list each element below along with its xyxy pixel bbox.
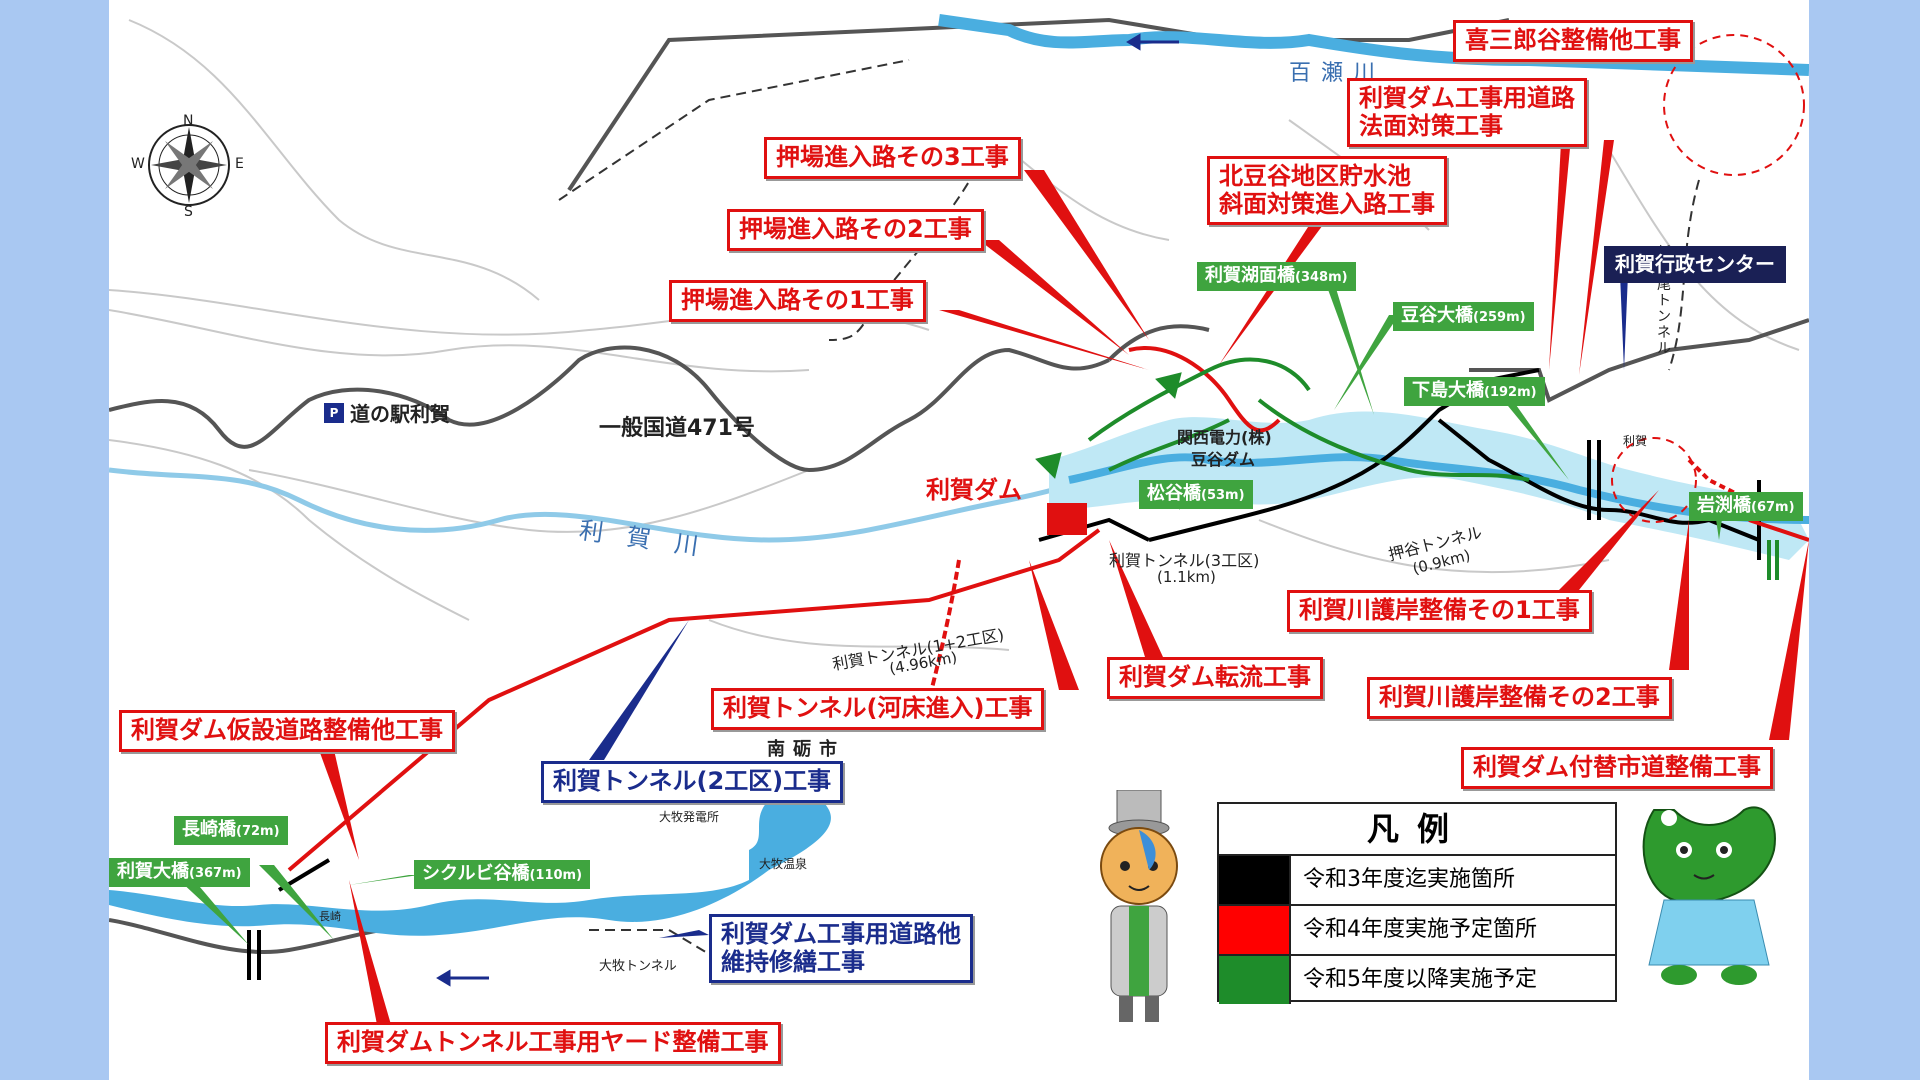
mascot-right-icon	[1642, 806, 1776, 985]
planned-works-lines	[287, 346, 1809, 872]
national-route-label: 一般国道471号	[599, 416, 755, 441]
nanto-city-label: 南砺市	[767, 739, 845, 760]
bridge-nagasaki: 長崎橋(72m)	[174, 816, 288, 845]
legend-row-planned: 令和4年度実施予定箇所	[1219, 906, 1615, 956]
kisaburo-area-circle	[1663, 34, 1805, 176]
diversion-work-callout: 利賀ダム転流工事	[1107, 657, 1323, 699]
bridge-koumen: 利賀湖面橋(348m)	[1197, 262, 1356, 291]
temp-road-work-callout: 利賀ダム仮設道路整備他工事	[119, 710, 455, 752]
compass-n: N	[183, 113, 194, 129]
maintenance-work-callout: 利賀ダム工事用道路他維持修繕工事	[709, 914, 973, 984]
bridge-mametani: 豆谷大橋(259m)	[1393, 302, 1534, 331]
compass-w: W	[131, 156, 145, 172]
toga-village-label: 利賀	[1623, 434, 1648, 448]
legend-title: 凡例	[1219, 804, 1615, 856]
legend-label-future: 令和5年度以降実施予定	[1303, 967, 1537, 992]
nagasaki-village-label: 長崎	[319, 910, 341, 923]
toga-tunnel-3-length: (1.1km)	[1157, 568, 1216, 586]
completed-works-lines	[247, 368, 1761, 980]
compass-s: S	[184, 204, 193, 220]
iwabuchi-area-circle	[1611, 437, 1697, 523]
arrow-left-icon	[436, 33, 1179, 987]
bridge-toga-ohashi: 利賀大橋(367m)	[109, 858, 250, 887]
future-works-lines	[1035, 357, 1779, 580]
kisaburo-work-callout: 喜三郎谷整備他工事	[1453, 20, 1693, 62]
compass-e: E	[235, 156, 244, 172]
legend-row-future: 令和5年度以降実施予定	[1219, 956, 1615, 1004]
legend-label-planned: 令和4年度実施予定箇所	[1303, 917, 1537, 942]
map-canvas	[109, 14, 1809, 1035]
compass-rose-icon	[148, 124, 230, 206]
omaki-power-label: 大牧発電所	[659, 810, 720, 824]
legend-row-completed: 令和3年度迄実施箇所	[1219, 856, 1615, 906]
bridge-shimojima: 下島大橋(192m)	[1404, 377, 1545, 406]
rivers	[109, 14, 1809, 936]
michi-no-eki: P 道の駅利賀	[324, 398, 450, 427]
revetment1-work-callout: 利賀川護岸整備その1工事	[1287, 590, 1592, 632]
legend-label-completed: 令和3年度迄実施箇所	[1303, 867, 1515, 892]
terrain-lines	[109, 19, 1800, 651]
relocation-work-callout: 利賀ダム付替市道整備工事	[1461, 747, 1773, 789]
road-slope-work-callout: 利賀ダム工事用道路法面対策工事	[1347, 78, 1587, 148]
legend: 凡例 令和3年度迄実施箇所 令和4年度実施予定箇所 令和5年度以降実施予定	[1217, 802, 1617, 1004]
map-frame: N S E W 百瀬川 利賀川 庄川 一般国道471号 P 道の駅利賀 南砺市 …	[109, 0, 1809, 1080]
admin-center-callout: 利賀行政センター	[1604, 246, 1786, 283]
river-sho-label: 庄川	[404, 941, 488, 969]
oshiba1-work-callout: 押場進入路その1工事	[669, 280, 926, 322]
yard-work-callout: 利賀ダムトンネル工事用ヤード整備工事	[325, 1022, 781, 1064]
toga-tunnel-3-label: 利賀トンネル(3工区)	[1109, 551, 1260, 570]
oshiba2-work-callout: 押場進入路その2工事	[727, 209, 984, 251]
mascot-left-icon	[1100, 790, 1178, 1022]
legend-swatch-future	[1219, 956, 1291, 1004]
legend-swatch-planned	[1219, 906, 1291, 954]
kansai-dam-label-1: 関西電力(株)	[1177, 428, 1272, 447]
bridge-shikurubi: シクルビ谷橋(110m)	[414, 860, 591, 889]
bridge-matsutani: 松谷橋(53m)	[1139, 480, 1253, 509]
tunnel-2-work-callout: 利賀トンネル(2工区)工事	[541, 761, 844, 803]
omaki-tunnel-label: 大牧トンネル	[599, 959, 677, 974]
kansai-dam-label-2: 豆谷ダム	[1191, 450, 1256, 469]
tunnel-riverbed-work-callout: 利賀トンネル(河床進入)工事	[711, 688, 1045, 730]
toga-dam-label: 利賀ダム	[926, 476, 1022, 504]
michi-no-eki-label: 道の駅利賀	[350, 402, 450, 426]
callout-pointers-green	[179, 265, 1724, 945]
bridge-iwabuchi: 岩渕橋(67m)	[1689, 492, 1803, 521]
kitamame-work-callout: 北豆谷地区貯水池斜面対策進入路工事	[1207, 156, 1447, 226]
roadside-station-icon: P	[324, 402, 344, 423]
omaki-onsen-label: 大牧温泉	[759, 857, 808, 871]
legend-swatch-completed	[1219, 856, 1291, 904]
oshiba3-work-callout: 押場進入路その3工事	[764, 137, 1021, 179]
revetment2-work-callout: 利賀川護岸整備その2工事	[1367, 677, 1672, 719]
